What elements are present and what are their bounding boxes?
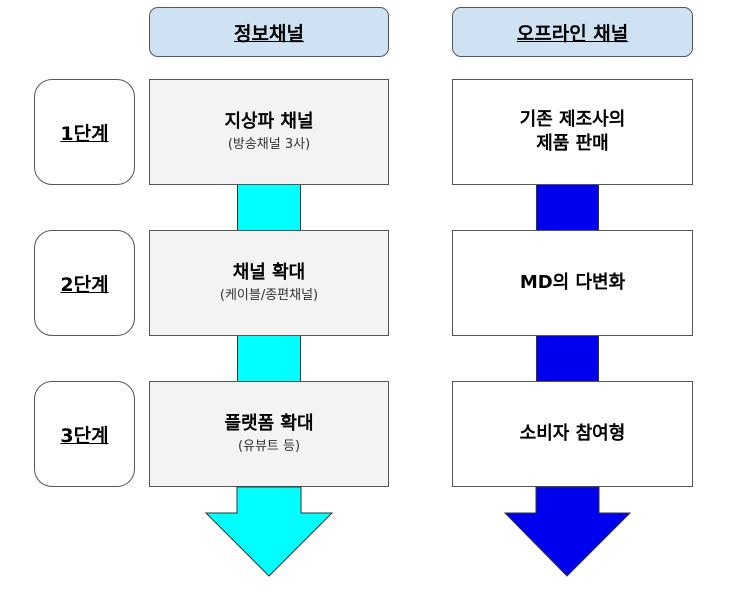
info-step-2: 채널 확대 (케이블/종편채널) [149,230,389,336]
stage-1-box: 1단계 [34,79,135,185]
offline-connector-1 [536,185,599,230]
info-step-1-subtitle: (방송채널 3사) [227,136,311,152]
info-step-3-subtitle: (유뷰트 등) [237,438,301,454]
info-step-3-title: 플랫폼 확대 [224,412,314,434]
header-offline-channel-label: 오프라인 채널 [516,22,629,45]
stage-2-box: 2단계 [34,230,135,336]
header-offline-channel: 오프라인 채널 [452,7,693,57]
offline-step-2-title: MD의 다변화 [519,272,626,293]
info-connector-2 [237,336,301,381]
info-step-2-title: 채널 확대 [232,261,306,283]
info-step-3: 플랫폼 확대 (유뷰트 등) [149,381,389,487]
info-step-1: 지상파 채널 (방송채널 3사) [149,79,389,185]
offline-step-1-title-line-1: 기존 제조사의 [519,109,626,130]
offline-step-1-title-line-2: 제품 판매 [536,133,609,154]
offline-step-3: 소비자 참여형 [452,381,693,487]
stage-2-label: 2단계 [60,273,109,296]
header-info-channel: 정보채널 [149,7,389,57]
offline-step-1: 기존 제조사의 제품 판매 [452,79,693,185]
info-step-1-title: 지상파 채널 [224,110,314,132]
offline-step-3-title: 소비자 참여형 [519,423,626,444]
info-step-2-subtitle: (케이블/종편채널) [219,287,319,303]
header-info-channel-label: 정보채널 [234,22,304,45]
offline-step-2: MD의 다변화 [452,230,693,336]
info-connector-1 [237,185,301,230]
stage-3-box: 3단계 [34,381,135,487]
stage-1-label: 1단계 [60,122,109,145]
offline-connector-2 [536,336,599,381]
stage-3-label: 3단계 [60,424,109,447]
